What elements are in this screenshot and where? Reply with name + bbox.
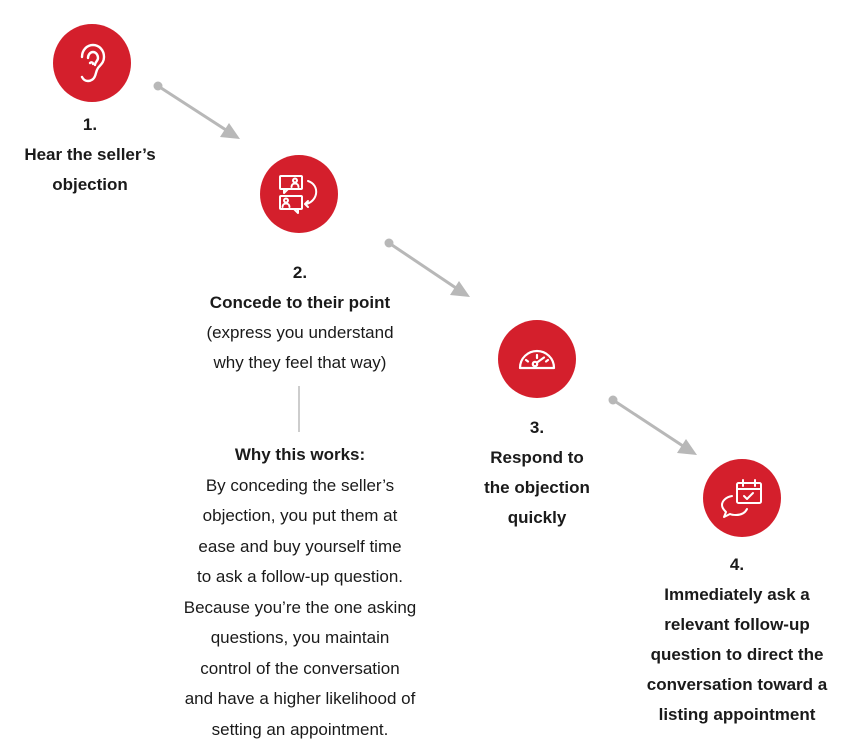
step-1-title-line-1: Hear the seller’s <box>24 145 156 164</box>
step-4-title-line-5: listing appointment <box>658 705 816 724</box>
why-line-7: control of the conversation <box>200 658 400 678</box>
step-1-text: 1. Hear the seller’s objection <box>0 110 180 200</box>
step-3-text: 3. Respond to the objection quickly <box>447 413 627 533</box>
why-this-works: Why this works: By conceding the seller’… <box>150 440 450 745</box>
why-line-8: and have a higher likelihood of <box>184 689 416 708</box>
step-2-text: 2. Concede to their point (express you u… <box>170 258 430 378</box>
why-line-5: Because you’re the one asking <box>183 597 417 617</box>
step-2-number: 2. <box>292 263 308 282</box>
step-3-icon-circle <box>498 320 576 398</box>
why-line-4: to ask a follow-up question. <box>196 567 403 586</box>
step-2-sub-line-1: (express you understand <box>206 323 394 342</box>
step-4-number: 4. <box>729 555 745 574</box>
step-2-title: Concede to their point <box>209 293 391 312</box>
why-line-3: ease and buy yourself time <box>198 536 402 556</box>
step-1-title-line-2: objection <box>52 175 128 194</box>
why-line-2: objection, you put them at <box>202 506 398 525</box>
why-title: Why this works: <box>234 445 366 464</box>
step-2-icon-circle <box>260 155 338 233</box>
step-4-title-line-3: question to direct the <box>650 645 824 664</box>
step-4-title-line-4: conversation toward a <box>646 675 828 694</box>
why-line-6: questions, you maintain <box>210 628 390 647</box>
calendar-chat-icon <box>721 479 762 518</box>
step-3-title-line-1: Respond to <box>490 448 584 467</box>
step-3-title-line-2: the objection <box>484 478 590 497</box>
conversation-icon <box>279 175 318 214</box>
step-3-number: 3. <box>529 418 545 437</box>
step-1-icon-circle <box>53 24 131 102</box>
step-2-sub-line-2: why they feel that way) <box>213 353 387 372</box>
speedometer-icon <box>518 349 556 370</box>
step-1-number: 1. <box>82 115 98 134</box>
ear-icon <box>80 43 106 83</box>
why-line-1: By conceding the seller’s <box>205 475 395 495</box>
step-4-title-line-1: Immediately ask a <box>664 585 810 604</box>
step-4-title-line-2: relevant follow-up <box>664 615 810 634</box>
step-4-icon-circle <box>703 459 781 537</box>
step-4-text: 4. Immediately ask a relevant follow-up … <box>622 550 852 730</box>
step-3-title-line-3: quickly <box>507 508 567 527</box>
why-line-9: setting an appointment. <box>211 719 389 739</box>
